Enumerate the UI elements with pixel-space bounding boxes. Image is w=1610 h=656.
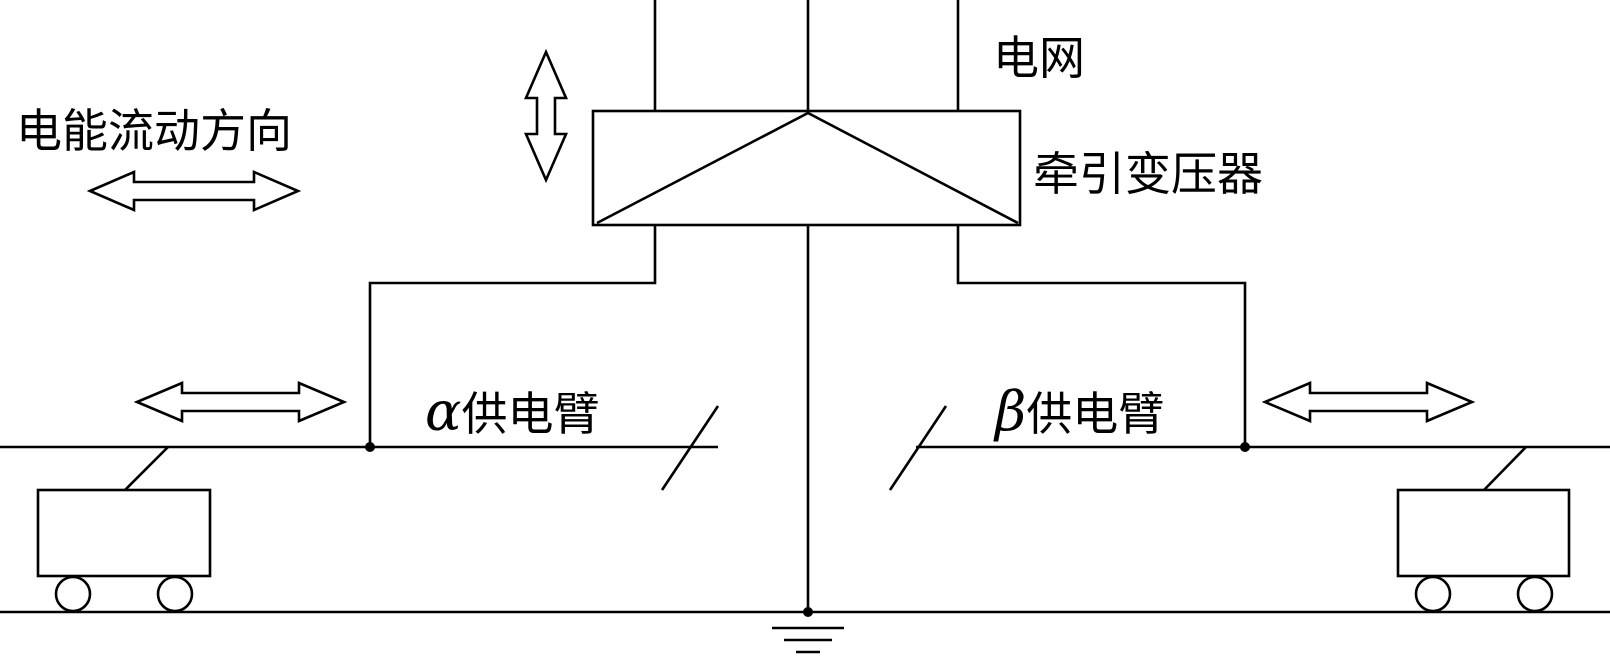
alpha-junction-dot	[365, 442, 375, 452]
beta-feeder-suffix: 供电臂	[1026, 387, 1164, 441]
alpha-flow-arrow-icon	[133, 381, 348, 423]
alpha-section-insulator	[660, 405, 720, 491]
left-train-icon	[36, 446, 212, 613]
alpha-feeder-label: α供电臂	[425, 380, 599, 443]
double-arrow-horizontal-icon	[86, 170, 302, 212]
alpha-symbol: α	[425, 380, 461, 443]
beta-junction-dot	[1240, 442, 1250, 452]
ground-symbol-icon	[772, 626, 844, 654]
grid-lines	[653, 0, 960, 111]
right-train-icon	[1396, 446, 1571, 613]
beta-flow-arrow-icon	[1261, 381, 1476, 423]
double-arrow-vertical-icon	[524, 48, 568, 184]
alpha-feeder-suffix: 供电臂	[461, 387, 599, 441]
beta-symbol: β	[993, 380, 1026, 443]
traction-transformer	[591, 109, 1022, 227]
beta-section-insulator	[888, 405, 948, 491]
beta-feeder-label: β供电臂	[993, 380, 1164, 443]
energy-flow-label: 电能流动方向	[16, 104, 292, 158]
alpha-connection-line	[368, 225, 657, 447]
transformer-label: 牵引变压器	[1033, 147, 1263, 201]
grid-label: 电网	[993, 31, 1085, 85]
beta-connection-line	[956, 225, 1247, 447]
